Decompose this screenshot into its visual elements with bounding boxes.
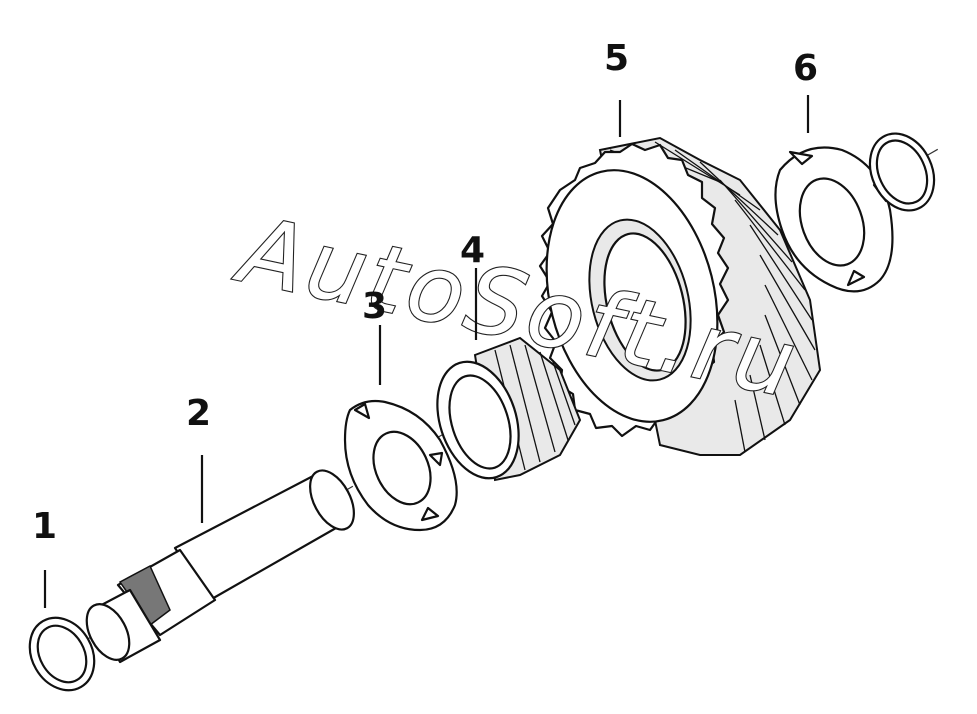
part-5-gear <box>538 136 822 456</box>
callout-5: 5 <box>604 38 629 79</box>
callout-4: 4 <box>460 230 485 271</box>
callout-3: 3 <box>362 286 387 327</box>
part-1-snap-ring <box>28 616 96 692</box>
part-2-shaft <box>85 469 355 664</box>
part-4-needle-bearing <box>436 336 582 482</box>
part-6-thrust-washer <box>774 146 894 293</box>
callout-6: 6 <box>793 48 818 89</box>
callout-2: 2 <box>186 393 211 434</box>
part-6-retaining-ring <box>868 132 936 212</box>
part-3-thrust-washer <box>343 399 458 532</box>
callout-1: 1 <box>32 506 57 547</box>
